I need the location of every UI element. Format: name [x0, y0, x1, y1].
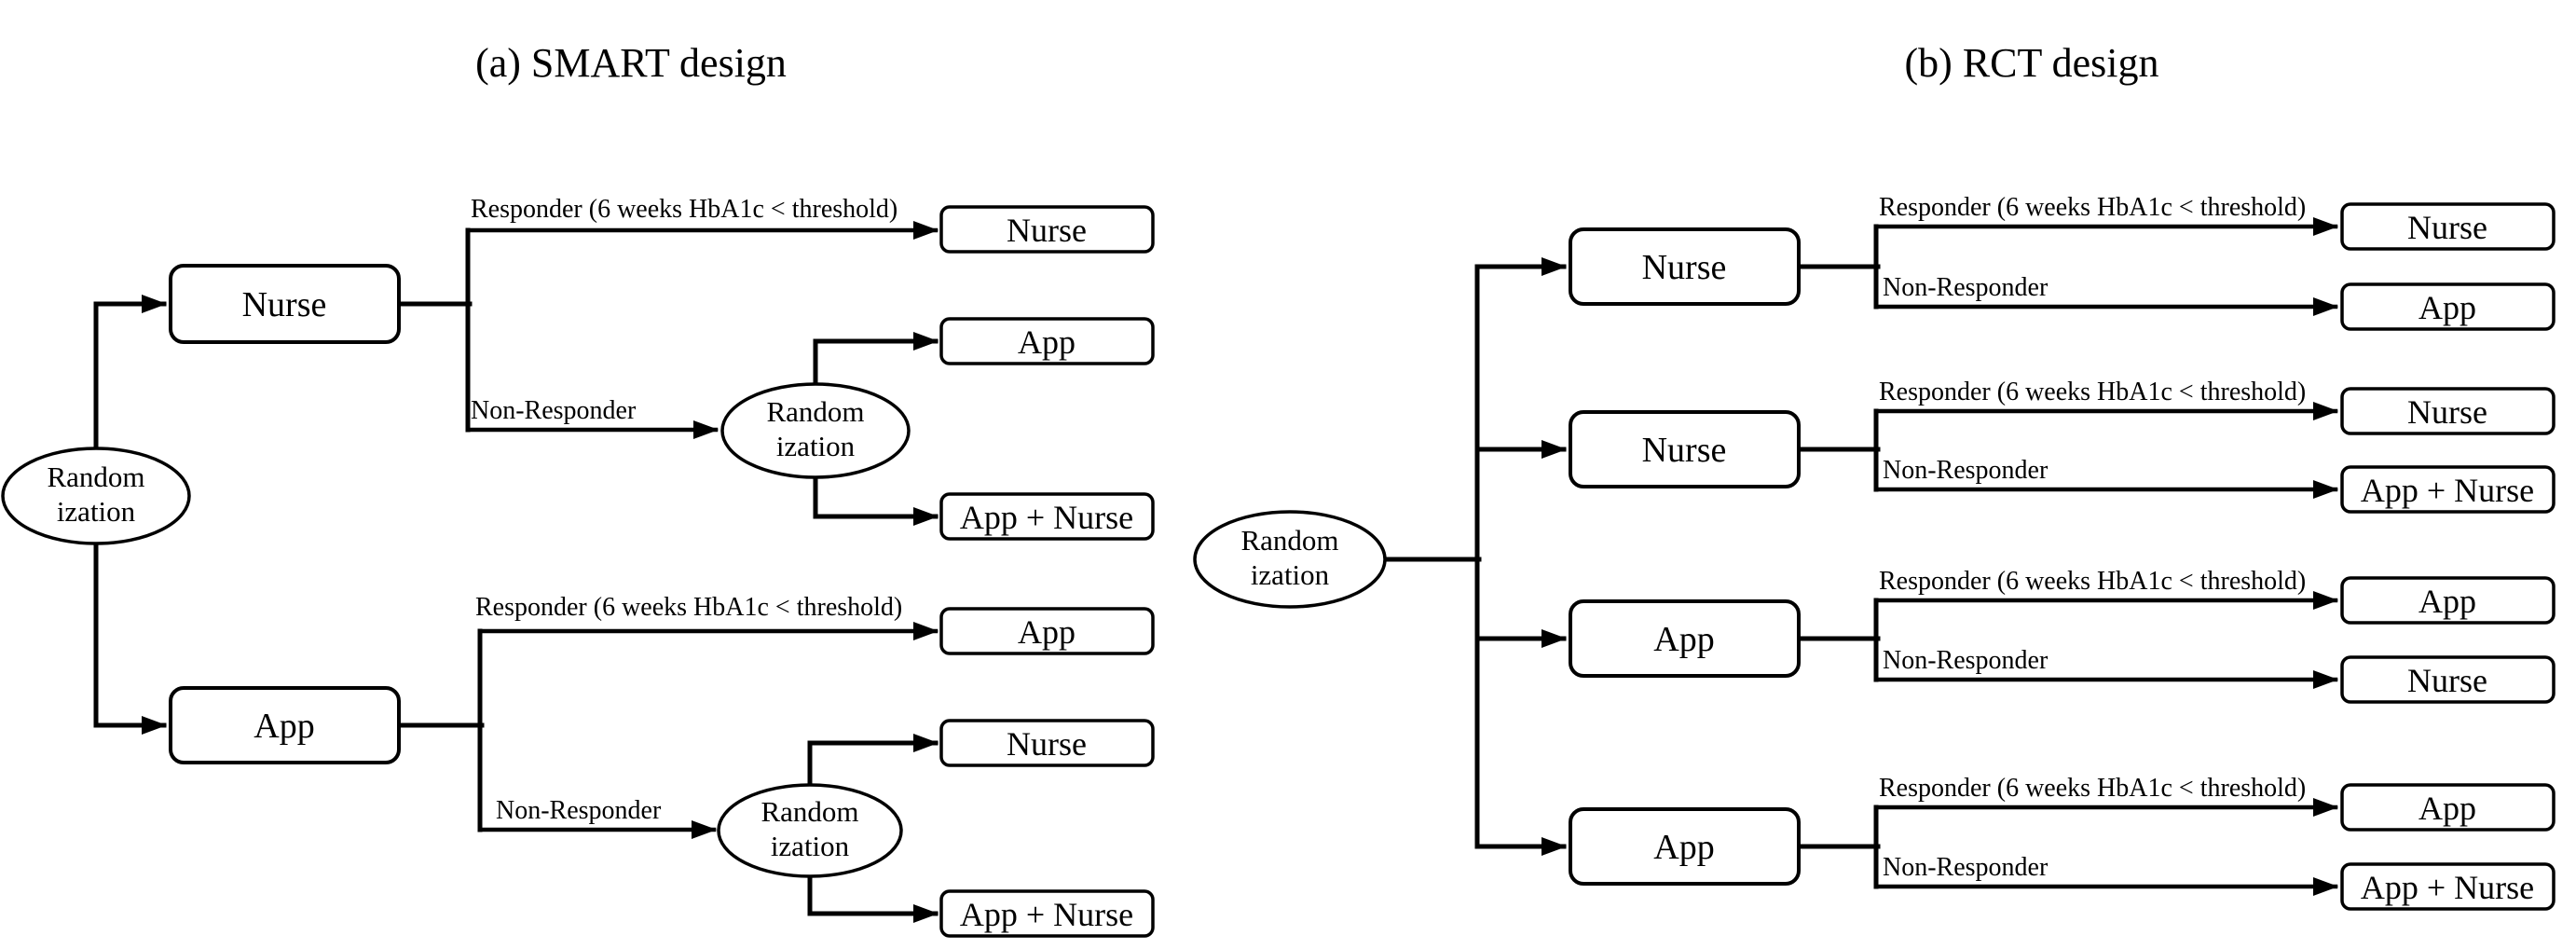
rct-row4-responder-outcome-box — [2340, 783, 2555, 832]
smart-outcome-box-nurse-responder — [939, 205, 1155, 254]
rct-row2-responder-outcome-box — [2340, 387, 2555, 435]
smart-nurse-nonresponder-label: Non-Responder — [471, 396, 637, 425]
rct-row1-nonresponder-outcome-box — [2340, 282, 2555, 331]
rerandomization-a-label-bottom: ization — [776, 430, 856, 462]
rct-row1-arm-label: Nurse — [1642, 248, 1727, 287]
smart-outcome-box-appnurse-rerand-b — [939, 889, 1155, 938]
rct-row4-arm-label: App — [1653, 828, 1714, 867]
rerandomization-a-label-top: Random — [766, 395, 864, 428]
rct-row1-nonresponder-outcome-label: App — [2418, 289, 2476, 326]
smart-rerandomization-b-ellipse — [717, 783, 903, 878]
rct-row2-nonresponder-outcome-box — [2340, 465, 2555, 514]
smart-randomization-label-bottom: ization — [57, 495, 136, 528]
smart-nurse-arm-box — [169, 264, 401, 344]
rct-row3-arm-box — [1569, 599, 1801, 678]
smart-randomization-ellipse — [1, 447, 191, 545]
rct-row2-arm-label: Nurse — [1642, 431, 1727, 470]
smart-outcome-box-nurse-rerand — [939, 719, 1155, 767]
rct-row2-arm-box — [1569, 410, 1801, 488]
smart-nurse-responder-label: Responder (6 weeks HbA1c < threshold) — [471, 195, 897, 224]
smart-app-arm-box — [169, 686, 401, 764]
rct-row1-responder-label: Responder (6 weeks HbA1c < threshold) — [1879, 193, 2306, 222]
rct-row2-nonresponder-label: Non-Responder — [1883, 456, 2048, 485]
smart-app-arm-label: App — [253, 707, 314, 746]
rct-row3-nonresponder-outcome-box — [2340, 655, 2555, 704]
smart-rerandomization-a-ellipse — [720, 382, 911, 479]
rct-row2-responder-label: Responder (6 weeks HbA1c < threshold) — [1879, 378, 2306, 406]
rct-row4-arm-box — [1569, 807, 1801, 886]
rct-randomization-label-bottom: ization — [1251, 558, 1330, 591]
rct-row3-nonresponder-outcome-label: Nurse — [2407, 662, 2487, 699]
rct-row1-arm-box — [1569, 227, 1801, 306]
smart-outcome-box-app-rerand — [939, 317, 1155, 365]
rerandomization-a-up-arrow — [813, 332, 939, 387]
smart-outcome-label-appnurse-rerand-b: App + Nurse — [960, 896, 1133, 933]
rct-row4-responder-outcome-label: App — [2418, 790, 2476, 827]
rct-row4-responder-label: Responder (6 weeks HbA1c < threshold) — [1879, 774, 2306, 803]
rerandomization-b-down-arrow — [807, 873, 939, 923]
smart-outcome-box-app-responder — [939, 607, 1155, 655]
rct-panel-title: (b) RCT design — [1905, 40, 2159, 86]
smart-outcome-label-nurse-rerand: Nurse — [1007, 725, 1087, 763]
rct-row3-responder-label: Responder (6 weeks HbA1c < threshold) — [1879, 567, 2306, 596]
smart-app-nonresponder-label: Non-Responder — [496, 796, 662, 825]
rct-row4-nonresponder-label: Non-Responder — [1883, 853, 2048, 882]
smart-outcome-box-appnurse-rerand-a — [939, 492, 1155, 541]
rerandomization-b-label-bottom: ization — [771, 830, 850, 862]
rerandomization-b-label-top: Random — [760, 795, 858, 828]
rct-row3-responder-outcome-label: App — [2418, 583, 2476, 620]
rct-design-panel: (b) RCT design Nurse Responder (6 weeks … — [1193, 40, 2555, 911]
smart-outcome-label-appnurse-rerand-a: App + Nurse — [960, 499, 1133, 536]
smart-outcome-label-app-responder: App — [1018, 613, 1076, 651]
rct-row4-nonresponder-outcome-box — [2340, 862, 2555, 911]
smart-app-responder-label: Responder (6 weeks HbA1c < threshold) — [475, 593, 902, 622]
rct-row2-nonresponder-outcome-label: App + Nurse — [2361, 472, 2534, 509]
rct-row1-responder-outcome-box — [2340, 202, 2555, 251]
rct-randomization-label-top: Random — [1240, 524, 1338, 557]
rct-row3-responder-outcome-box — [2340, 576, 2555, 625]
rct-row1-responder-outcome-label: Nurse — [2407, 209, 2487, 246]
smart-design-panel: (a) SMART design Random ization Nurse Ap… — [1, 40, 1155, 938]
smart-outcome-label-nurse-responder: Nurse — [1007, 212, 1087, 249]
smart-nurse-arm-label: Nurse — [242, 285, 327, 324]
smart-panel-title: (a) SMART design — [475, 40, 787, 86]
rerandomization-b-up-arrow — [807, 734, 939, 788]
rct-row3-nonresponder-label: Non-Responder — [1883, 646, 2048, 675]
rct-row2-responder-outcome-label: Nurse — [2407, 393, 2487, 431]
rct-row1-nonresponder-label: Non-Responder — [1883, 273, 2048, 302]
smart-outcome-label-app-rerand: App — [1018, 323, 1076, 361]
rct-row3-arm-label: App — [1653, 620, 1714, 659]
rerandomization-a-down-arrow — [813, 474, 939, 526]
rct-randomization-ellipse — [1193, 510, 1387, 609]
rct-row4-nonresponder-outcome-label: App + Nurse — [2361, 869, 2534, 906]
smart-randomization-label-top: Random — [47, 461, 144, 493]
